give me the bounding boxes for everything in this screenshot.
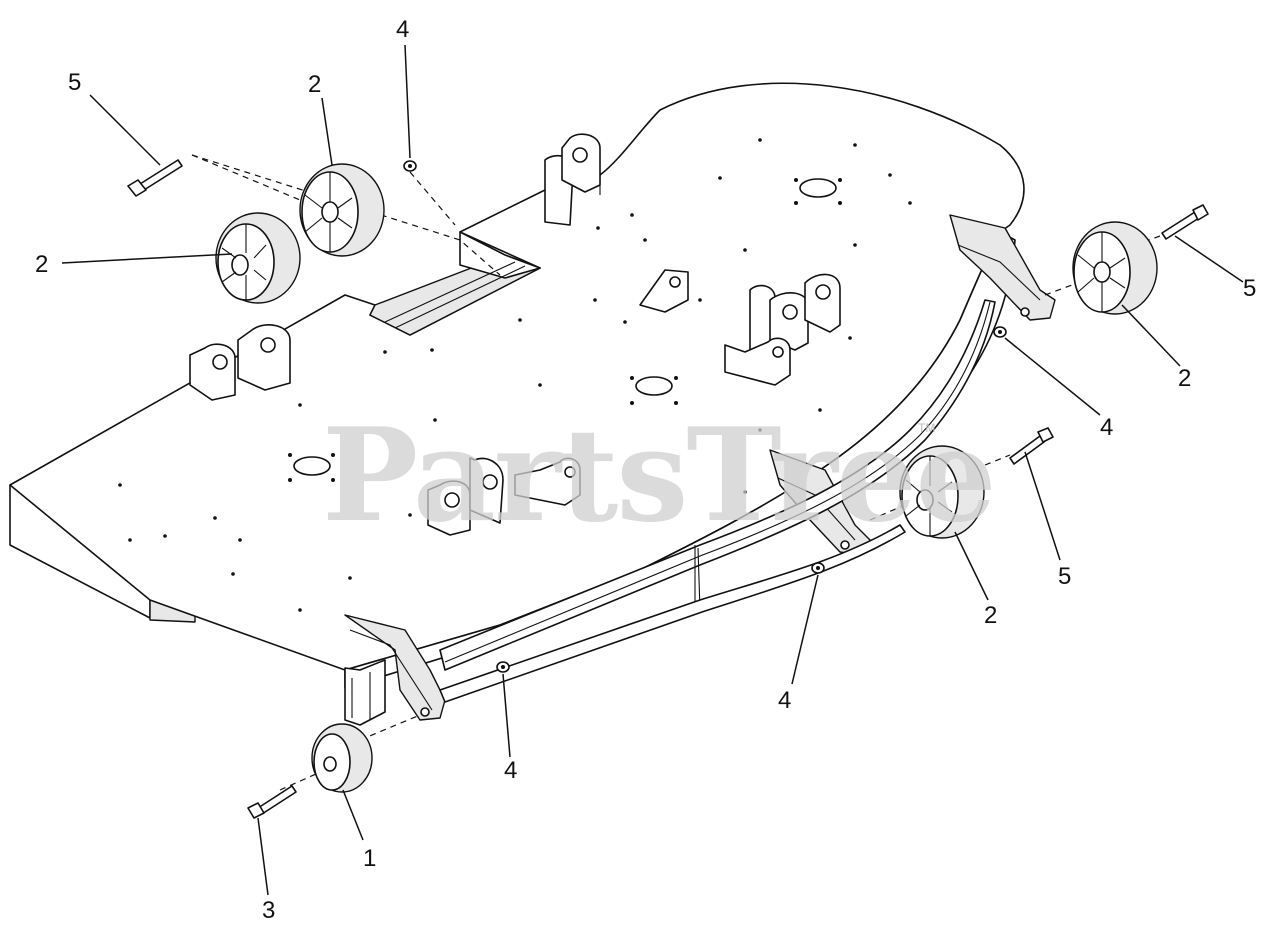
callout-5-mid-right: 5 [1058, 563, 1071, 590]
callout-5-right: 5 [1243, 275, 1256, 302]
belt-trough-wall [459, 231, 541, 279]
wheel-right-rear [1072, 221, 1158, 315]
nut-mid [811, 562, 825, 574]
wheel-mount-brackets [344, 214, 1056, 726]
nuts [403, 160, 1007, 673]
callouts: 5 2 2 4 5 2 4 5 2 4 4 1 3 [35, 16, 1256, 924]
front-post [344, 659, 386, 726]
callout-4-right: 4 [1100, 414, 1113, 441]
spindle-hole-left [293, 456, 331, 476]
callout-2-right: 2 [1178, 365, 1191, 392]
callout-1-bottom: 1 [363, 845, 376, 872]
callout-leaders [61, 44, 1244, 896]
callout-2-left: 2 [35, 251, 48, 278]
wheel-rear-lower [215, 212, 301, 304]
callout-4-mid-bottom: 4 [778, 687, 791, 714]
nut-bottom [496, 661, 510, 673]
wheel-rear-upper [299, 163, 385, 257]
bolt-right-mid [1009, 427, 1054, 465]
wheel-right-mid [899, 445, 985, 539]
callout-4-top: 4 [396, 16, 409, 43]
callout-4-bottom: 4 [504, 757, 517, 784]
wheels [215, 163, 1158, 793]
nut-right [993, 326, 1007, 338]
rim-rail [439, 299, 996, 703]
spindle-openings [293, 178, 837, 476]
wheel-front-left [311, 723, 373, 793]
watermark-trademark: TM [918, 421, 935, 435]
mount-bracket-rear-right [949, 214, 1056, 321]
spindle-hole-right [799, 178, 837, 198]
bolt-top-left [127, 159, 183, 197]
bolts [127, 159, 1209, 819]
callout-2-mid-right: 2 [984, 602, 997, 629]
mount-bracket-front-left [344, 614, 446, 721]
deck-bolt-holes [118, 138, 912, 612]
nut-top [403, 160, 417, 172]
callout-5-top-left: 5 [68, 69, 81, 96]
watermark: PartsTree TM [322, 401, 997, 551]
spindle-hole-center [635, 376, 673, 396]
callout-2-top-left: 2 [308, 71, 321, 98]
callout-3-bottom: 3 [262, 897, 275, 924]
deck-brackets [189, 133, 841, 536]
bolt-front-left [247, 785, 297, 819]
bolt-right-rear [1161, 204, 1209, 240]
watermark-text: PartsTree [322, 401, 995, 551]
